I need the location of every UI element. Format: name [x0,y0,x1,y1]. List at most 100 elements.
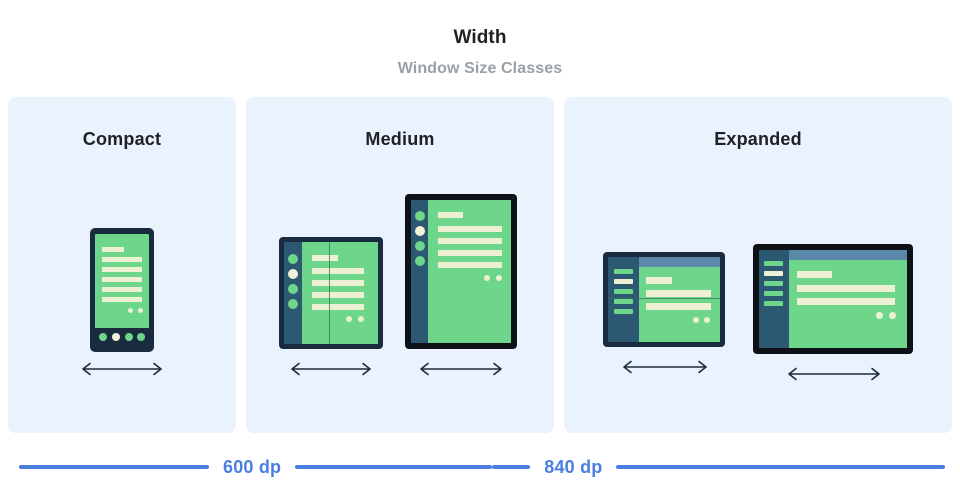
width-arrow-expanded-tablet [784,366,884,382]
width-arrow-expanded-foldable [619,359,711,375]
double-arrow-icon [420,362,502,376]
phone-nav-bar [95,328,149,346]
fold-line [329,242,330,344]
phone-screen [95,234,149,346]
nav-item-icon-active [112,333,120,341]
page-title: Width [453,27,507,48]
content-line [646,277,672,284]
rail-item-icon-active [288,269,298,279]
foldable-portrait-device [279,237,383,349]
content-line [312,268,364,274]
content-line [438,238,502,244]
tablet-screen [759,250,907,348]
panel-compact: Compact [8,97,236,433]
content-dot [484,275,490,281]
content-line [797,285,895,292]
rail-item-icon [414,211,425,221]
header: Width Window Size Classes [0,0,960,80]
content-line [102,247,124,252]
content-dot [876,312,883,319]
drawer-item [614,299,633,304]
rail-item-icon [414,256,425,266]
width-arrow-medium-tablet [416,361,506,377]
panel-title-expanded: Expanded [714,129,802,149]
navigation-rail [284,242,302,344]
content-dot [128,308,133,313]
content-dot [704,317,710,323]
navigation-rail [411,200,428,343]
content-line [438,212,463,218]
double-arrow-icon [291,362,371,376]
drawer-item-active [764,271,783,276]
drawer-item [764,301,783,306]
app-top-bar [789,250,907,260]
width-arrow-medium-foldable [287,361,375,377]
content-line [797,298,895,305]
drawer-item [614,309,633,314]
tablet-screen [411,200,511,343]
device-group-expanded-foldable [599,252,729,374]
content-line [312,280,364,286]
device-group-medium-tablet [401,194,521,376]
nav-item-icon [125,333,133,341]
size-class-panels: Compact [0,97,960,433]
navigation-drawer [759,250,789,348]
scale-rule-left [19,465,209,469]
drawer-item [764,291,783,296]
rail-item-icon [288,299,298,309]
scale-rule-mid-left [295,465,493,469]
content-line [102,277,142,282]
panel-title-medium: Medium [365,129,435,149]
device-group-expanded-tablet [749,244,917,381]
content-line [312,292,364,298]
fold-line [608,298,720,299]
device-group-compact-phone [78,228,166,376]
content-line [646,290,711,297]
panel-medium: Medium [246,97,554,433]
rail-item-icon [414,241,425,251]
breakpoint-label-600: 600 dp [223,456,282,477]
tablet-landscape-device [753,244,913,354]
double-arrow-icon [788,367,880,381]
drawer-item [764,261,783,266]
content-line [102,257,142,262]
app-top-bar [639,257,720,267]
breakpoint-840dp: 840 dp [492,456,946,478]
breakpoint-label-840: 840 dp [544,456,603,477]
content-line [438,262,502,268]
content-line [312,255,338,261]
foldable-screen [608,257,720,342]
content-line [102,297,142,302]
phone-portrait-device [90,228,154,352]
tablet-portrait-device [405,194,517,349]
device-group-medium-foldable [276,237,386,376]
content-dot [496,275,502,281]
content-dot [693,317,699,323]
content-dot [138,308,143,313]
drawer-item-active [614,279,633,284]
content-dot [889,312,896,319]
scale-rule-right [616,465,946,469]
drawer-item [614,269,633,274]
double-arrow-icon [82,362,162,376]
content-line [102,267,142,272]
rail-item-icon-active [414,226,425,236]
breakpoint-row: 600 dp 840 dp [0,440,960,494]
content-dot [358,316,364,322]
content-line [797,271,832,278]
double-arrow-icon [623,360,707,374]
nav-item-icon [99,333,107,341]
navigation-drawer [608,257,639,342]
content-dot [346,316,352,322]
width-arrow-compact [78,361,166,377]
drawer-item [764,281,783,286]
panel-title-compact: Compact [82,129,162,149]
rail-item-icon [288,254,298,264]
nav-item-icon [137,333,145,341]
drawer-item [614,289,633,294]
foldable-screen [284,242,378,344]
content-line [102,287,142,292]
scale-rule-mid-right [492,465,531,469]
breakpoint-600dp: 600 dp [19,456,493,478]
